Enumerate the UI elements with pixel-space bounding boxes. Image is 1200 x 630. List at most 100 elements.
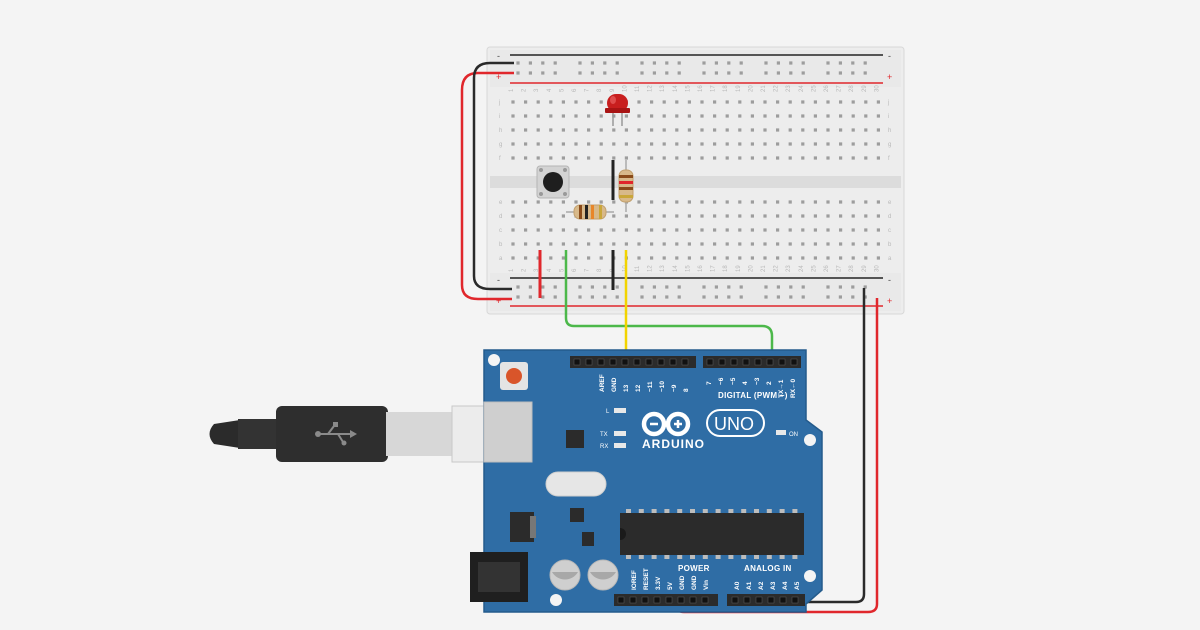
breadboard-hole[interactable] (763, 228, 767, 232)
breadboard-hole[interactable] (650, 142, 654, 146)
breadboard-hole[interactable] (587, 128, 591, 132)
breadboard-hole[interactable] (687, 128, 691, 132)
breadboard-hole[interactable] (750, 156, 754, 160)
breadboard-hole[interactable] (549, 128, 553, 132)
breadboard-hole[interactable] (851, 142, 855, 146)
header-pin[interactable] (573, 358, 581, 366)
breadboard-hole[interactable] (549, 142, 553, 146)
breadboard-hole[interactable] (750, 100, 754, 104)
breadboard-hole[interactable] (738, 128, 742, 132)
breadboard-hole[interactable] (864, 128, 868, 132)
breadboard-hole[interactable] (665, 71, 669, 75)
breadboard-hole[interactable] (725, 142, 729, 146)
breadboard-hole[interactable] (652, 285, 656, 289)
breadboard-hole[interactable] (738, 114, 742, 118)
breadboard-hole[interactable] (599, 242, 603, 246)
breadboard-hole[interactable] (776, 71, 780, 75)
breadboard-hole[interactable] (675, 200, 679, 204)
breadboard-hole[interactable] (826, 114, 830, 118)
breadboard-hole[interactable] (516, 285, 520, 289)
breadboard-hole[interactable] (801, 142, 805, 146)
breadboard-hole[interactable] (713, 256, 717, 260)
breadboard-hole[interactable] (587, 100, 591, 104)
breadboard-hole[interactable] (677, 295, 681, 299)
breadboard-hole[interactable] (700, 200, 704, 204)
breadboard-hole[interactable] (738, 200, 742, 204)
breadboard-hole[interactable] (714, 71, 718, 75)
breadboard-hole[interactable] (763, 114, 767, 118)
breadboard-hole[interactable] (599, 114, 603, 118)
breadboard-hole[interactable] (788, 242, 792, 246)
breadboard-hole[interactable] (813, 214, 817, 218)
breadboard-hole[interactable] (675, 228, 679, 232)
breadboard-hole[interactable] (650, 228, 654, 232)
breadboard-hole[interactable] (637, 200, 641, 204)
breadboard-hole[interactable] (524, 156, 528, 160)
breadboard-hole[interactable] (813, 156, 817, 160)
breadboard-hole[interactable] (574, 256, 578, 260)
breadboard-hole[interactable] (789, 295, 793, 299)
header-pin[interactable] (706, 358, 714, 366)
breadboard-hole[interactable] (713, 228, 717, 232)
breadboard-hole[interactable] (702, 71, 706, 75)
breadboard-hole[interactable] (662, 200, 666, 204)
breadboard-hole[interactable] (536, 200, 540, 204)
breadboard-hole[interactable] (851, 156, 855, 160)
header-pin[interactable] (657, 358, 665, 366)
breadboard-hole[interactable] (801, 228, 805, 232)
breadboard-hole[interactable] (801, 214, 805, 218)
breadboard-hole[interactable] (725, 256, 729, 260)
breadboard-hole[interactable] (615, 71, 619, 75)
breadboard-hole[interactable] (727, 61, 731, 65)
breadboard-hole[interactable] (637, 256, 641, 260)
breadboard-hole[interactable] (624, 228, 628, 232)
header-pin[interactable] (633, 358, 641, 366)
breadboard-hole[interactable] (788, 256, 792, 260)
breadboard-hole[interactable] (838, 61, 842, 65)
breadboard-hole[interactable] (813, 100, 817, 104)
breadboard-hole[interactable] (528, 285, 532, 289)
breadboard-hole[interactable] (863, 71, 867, 75)
breadboard-hole[interactable] (650, 242, 654, 246)
breadboard-hole[interactable] (839, 242, 843, 246)
breadboard-hole[interactable] (801, 128, 805, 132)
breadboard-hole[interactable] (561, 156, 565, 160)
breadboard-hole[interactable] (549, 200, 553, 204)
breadboard-hole[interactable] (826, 200, 830, 204)
breadboard-hole[interactable] (574, 100, 578, 104)
breadboard-hole[interactable] (700, 142, 704, 146)
breadboard-hole[interactable] (851, 256, 855, 260)
breadboard-hole[interactable] (528, 61, 532, 65)
breadboard-hole[interactable] (624, 142, 628, 146)
breadboard-hole[interactable] (612, 128, 616, 132)
breadboard-hole[interactable] (662, 242, 666, 246)
breadboard-hole[interactable] (603, 61, 607, 65)
breadboard-hole[interactable] (713, 128, 717, 132)
breadboard-hole[interactable] (876, 214, 880, 218)
breadboard-hole[interactable] (864, 256, 868, 260)
breadboard-hole[interactable] (650, 128, 654, 132)
breadboard-hole[interactable] (624, 114, 628, 118)
breadboard-hole[interactable] (536, 114, 540, 118)
breadboard-hole[interactable] (826, 228, 830, 232)
breadboard-hole[interactable] (714, 285, 718, 289)
breadboard-hole[interactable] (700, 228, 704, 232)
breadboard-hole[interactable] (599, 256, 603, 260)
breadboard-hole[interactable] (637, 128, 641, 132)
breadboard-hole[interactable] (553, 295, 557, 299)
breadboard-hole[interactable] (750, 228, 754, 232)
breadboard-hole[interactable] (662, 214, 666, 218)
breadboard-hole[interactable] (650, 214, 654, 218)
breadboard-hole[interactable] (675, 242, 679, 246)
breadboard-hole[interactable] (702, 61, 706, 65)
header-pin[interactable] (677, 596, 685, 604)
breadboard-hole[interactable] (851, 71, 855, 75)
breadboard-hole[interactable] (624, 242, 628, 246)
breadboard-hole[interactable] (599, 228, 603, 232)
breadboard-hole[interactable] (839, 142, 843, 146)
breadboard-hole[interactable] (637, 242, 641, 246)
breadboard-hole[interactable] (750, 214, 754, 218)
breadboard-hole[interactable] (561, 256, 565, 260)
breadboard-hole[interactable] (524, 114, 528, 118)
breadboard-hole[interactable] (864, 242, 868, 246)
